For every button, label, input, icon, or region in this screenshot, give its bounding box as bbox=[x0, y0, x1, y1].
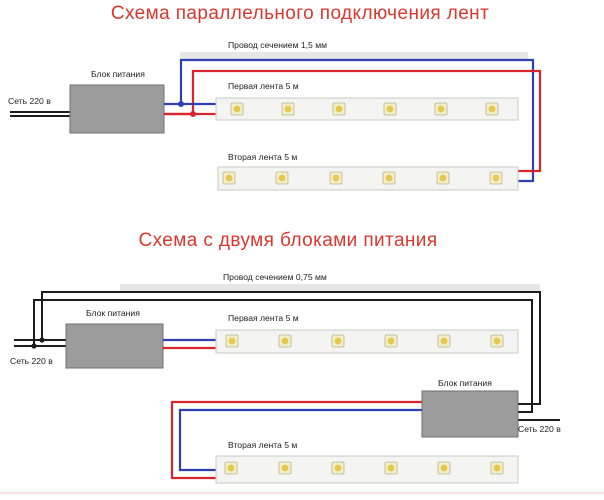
diagram1-strip1-label: Первая лента 5 м bbox=[228, 81, 299, 91]
strip1-leds bbox=[230, 102, 499, 116]
led-chip bbox=[490, 461, 504, 475]
diagram2-cable-label: Провод сечением 0,75 мм bbox=[223, 272, 327, 282]
led-chip bbox=[489, 171, 503, 185]
led-chip bbox=[331, 461, 345, 475]
led-chip bbox=[384, 461, 398, 475]
diagram-two-psu: Схема с двумя блоками питания Провод сеч… bbox=[0, 230, 604, 494]
led-chip bbox=[224, 461, 238, 475]
output-wires-2a bbox=[163, 338, 216, 350]
led-chip bbox=[225, 334, 239, 348]
led-chip bbox=[278, 334, 292, 348]
diagram2-mains2-label: Сеть 220 в bbox=[518, 424, 561, 434]
led-chip bbox=[382, 171, 396, 185]
led-chip bbox=[384, 334, 398, 348]
strip3-leds bbox=[225, 334, 504, 348]
strip4-leds bbox=[224, 461, 504, 475]
led-chip bbox=[281, 102, 295, 116]
led-strip-4 bbox=[215, 455, 519, 484]
power-supply-2b bbox=[421, 390, 519, 438]
led-strip-2 bbox=[217, 166, 519, 191]
diagram1-cable-label: Провод сечением 1,5 мм bbox=[228, 40, 327, 50]
diagram2-title: Схема с двумя блоками питания bbox=[138, 230, 437, 251]
cable-band-2 bbox=[120, 284, 540, 291]
diagram2-psu2-label: Блок питания bbox=[438, 378, 492, 388]
mains-wires-2 bbox=[14, 291, 560, 421]
power-supply-2a bbox=[65, 323, 164, 369]
led-chip bbox=[332, 102, 346, 116]
diagram1-strip2-label: Вторая лента 5 м bbox=[228, 152, 297, 162]
led-chip bbox=[437, 334, 451, 348]
power-supply-1 bbox=[69, 84, 165, 134]
output-wires-1 bbox=[164, 58, 542, 183]
led-strip-1 bbox=[215, 97, 519, 121]
diagram2-psu1-label: Блок питания bbox=[86, 308, 140, 318]
output-wires-2b bbox=[170, 400, 422, 480]
diagram2-mains1-label: Сеть 220 в bbox=[10, 356, 53, 366]
diagram1-mains-label: Сеть 220 в bbox=[8, 96, 51, 106]
strip2-leds bbox=[222, 171, 503, 185]
led-chip bbox=[275, 171, 289, 185]
cable-band bbox=[180, 52, 528, 59]
led-chip bbox=[490, 334, 504, 348]
led-chip bbox=[278, 461, 292, 475]
diagram2-strip1-label: Первая лента 5 м bbox=[228, 313, 299, 323]
diagram2-strip2-label: Вторая лента 5 м bbox=[228, 440, 297, 450]
mains-wires-1 bbox=[10, 111, 70, 117]
led-chip bbox=[436, 171, 450, 185]
diagram1-title: Схема параллельного подключения лент bbox=[111, 3, 489, 24]
led-chip bbox=[222, 171, 236, 185]
diagram1-psu-label: Блок питания bbox=[91, 69, 145, 79]
led-chip bbox=[485, 102, 499, 116]
led-chip bbox=[331, 334, 345, 348]
led-chip bbox=[383, 102, 397, 116]
led-chip bbox=[230, 102, 244, 116]
diagram-parallel: Схема параллельного подключения лент Про… bbox=[8, 3, 542, 191]
led-chip bbox=[437, 461, 451, 475]
led-strip-3 bbox=[215, 329, 519, 354]
led-chip bbox=[434, 102, 448, 116]
led-chip bbox=[329, 171, 343, 185]
